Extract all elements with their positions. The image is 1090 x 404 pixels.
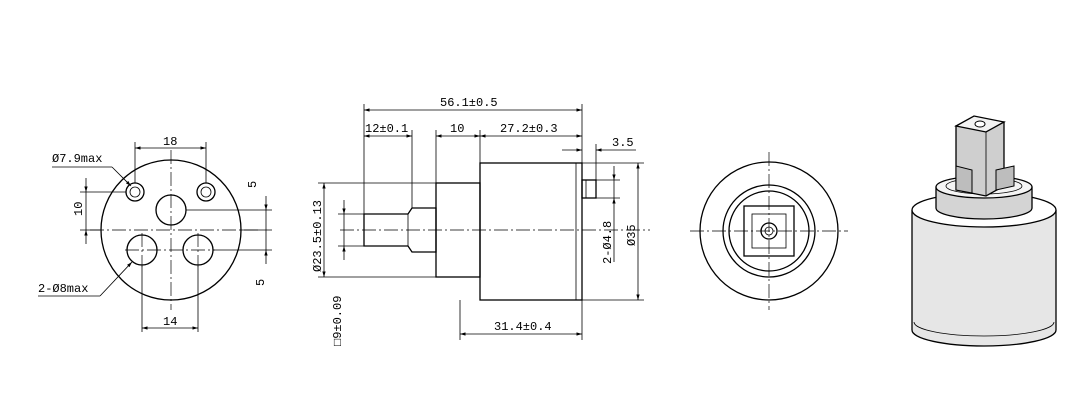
dim-10-label: 10	[72, 202, 86, 216]
dim-5-bottom-label: 5	[254, 279, 268, 286]
body	[479, 162, 583, 301]
iso-stem-hole	[974, 120, 986, 128]
overall-length-label: 56.1±0.5	[440, 96, 498, 110]
small-hole-right	[196, 182, 216, 202]
callout-top-label: Ø7.9max	[52, 152, 102, 166]
body-diameter-label: Ø35	[625, 224, 639, 246]
stem-length-label: 12±0.1	[365, 122, 408, 136]
callout-bottom-label: 2-Ø8max	[38, 282, 88, 296]
iso-stem-notch	[955, 165, 973, 194]
callout-top-leader	[111, 166, 132, 187]
pin-diameter-label: 2-Ø4.8	[601, 221, 615, 264]
small-hole-right-inner	[200, 186, 212, 198]
body-length-label: 27.2±0.3	[500, 122, 558, 136]
stem-square-label: □9±0.09	[331, 296, 345, 346]
side-view: 56.1±0.5 12±0.1 10 27.2±0.3 3.5 Ø23.5±0.…	[311, 96, 650, 346]
body-bottom-length-label: 31.4±0.4	[494, 320, 552, 334]
iso-stem-notch-right	[995, 165, 1015, 191]
pin	[581, 179, 597, 199]
dim-5-top-label: 5	[246, 181, 260, 188]
iso-body	[911, 210, 1057, 347]
callout-bottom-leader	[99, 261, 133, 297]
isometric-view	[911, 115, 1057, 347]
top-view	[690, 152, 848, 310]
pin-length-label: 3.5	[612, 136, 634, 150]
front-view: 18 14 10 5 5 Ø7.9max 2-Ø8max	[38, 135, 272, 332]
small-hole-left	[125, 182, 145, 202]
step-length-label: 10	[450, 122, 464, 136]
shoulder-diameter-label: Ø23.5±0.13	[311, 200, 325, 272]
dim-14-label: 14	[163, 315, 177, 329]
iso-body-bottom-edge	[913, 321, 1055, 337]
small-hole-left-inner	[129, 186, 141, 198]
dim-18-label: 18	[163, 135, 177, 149]
